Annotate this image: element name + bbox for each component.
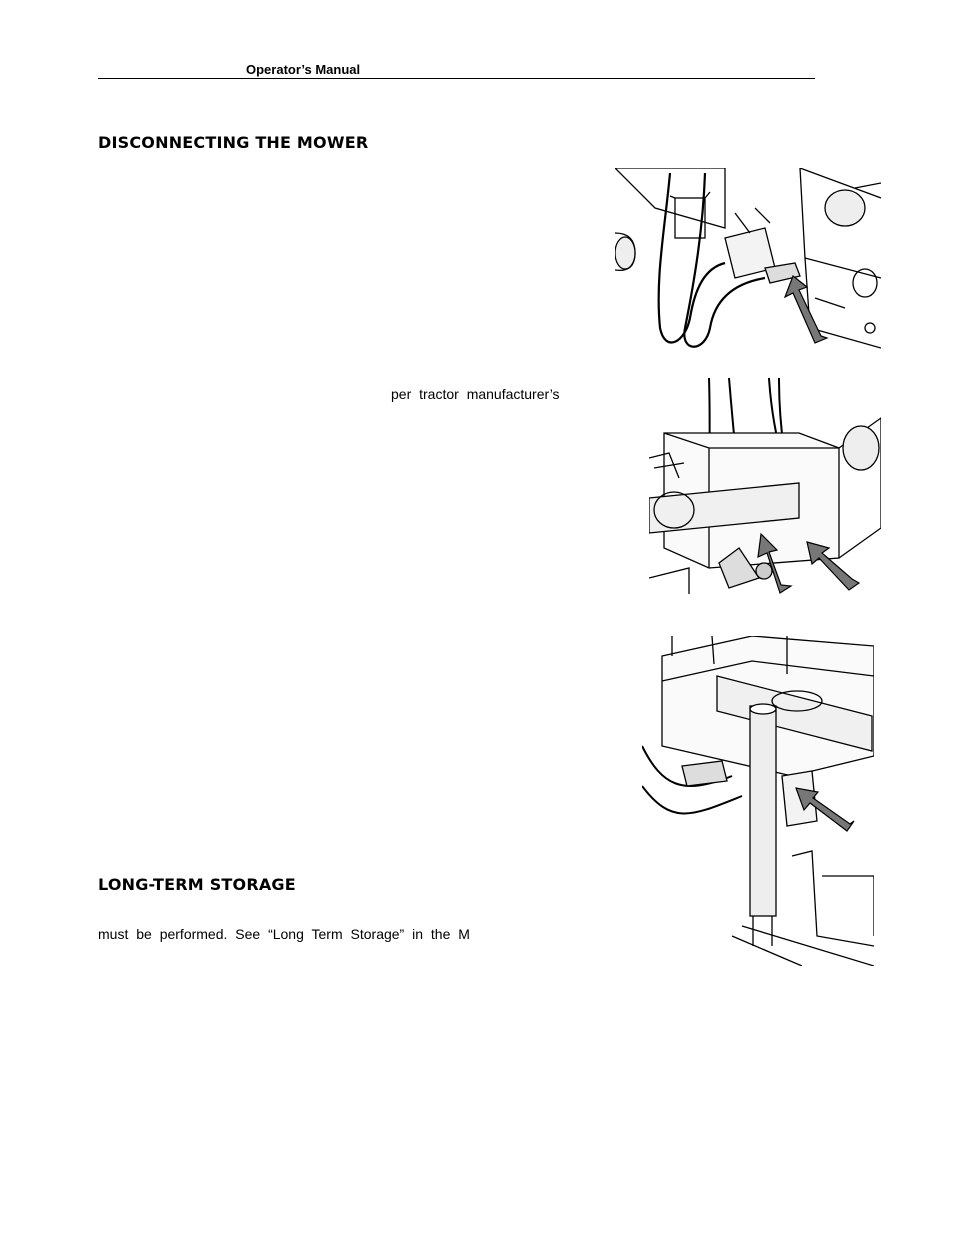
manual-title: Operator’s Manual (246, 62, 361, 77)
pointer-arrow (757, 532, 793, 594)
section-title-storage: LONG-TERM STORAGE (98, 875, 296, 894)
section-title-disconnecting: DISCONNECTING THE MOWER (98, 133, 369, 152)
figure-hose-valve (615, 168, 881, 350)
pointer-arrow (806, 541, 861, 591)
page-header: Operator’s Manual (98, 62, 815, 79)
pointer-arrow (783, 275, 829, 344)
body-text-fragment-storage: must be performed. See “Long Term Storag… (98, 926, 470, 942)
figure-frame-hose (649, 378, 881, 594)
body-text-fragment-tractor: per tractor manufacturer’s (391, 386, 560, 402)
pointer-arrow (795, 787, 855, 832)
figure-cylinder-pin (642, 636, 874, 966)
